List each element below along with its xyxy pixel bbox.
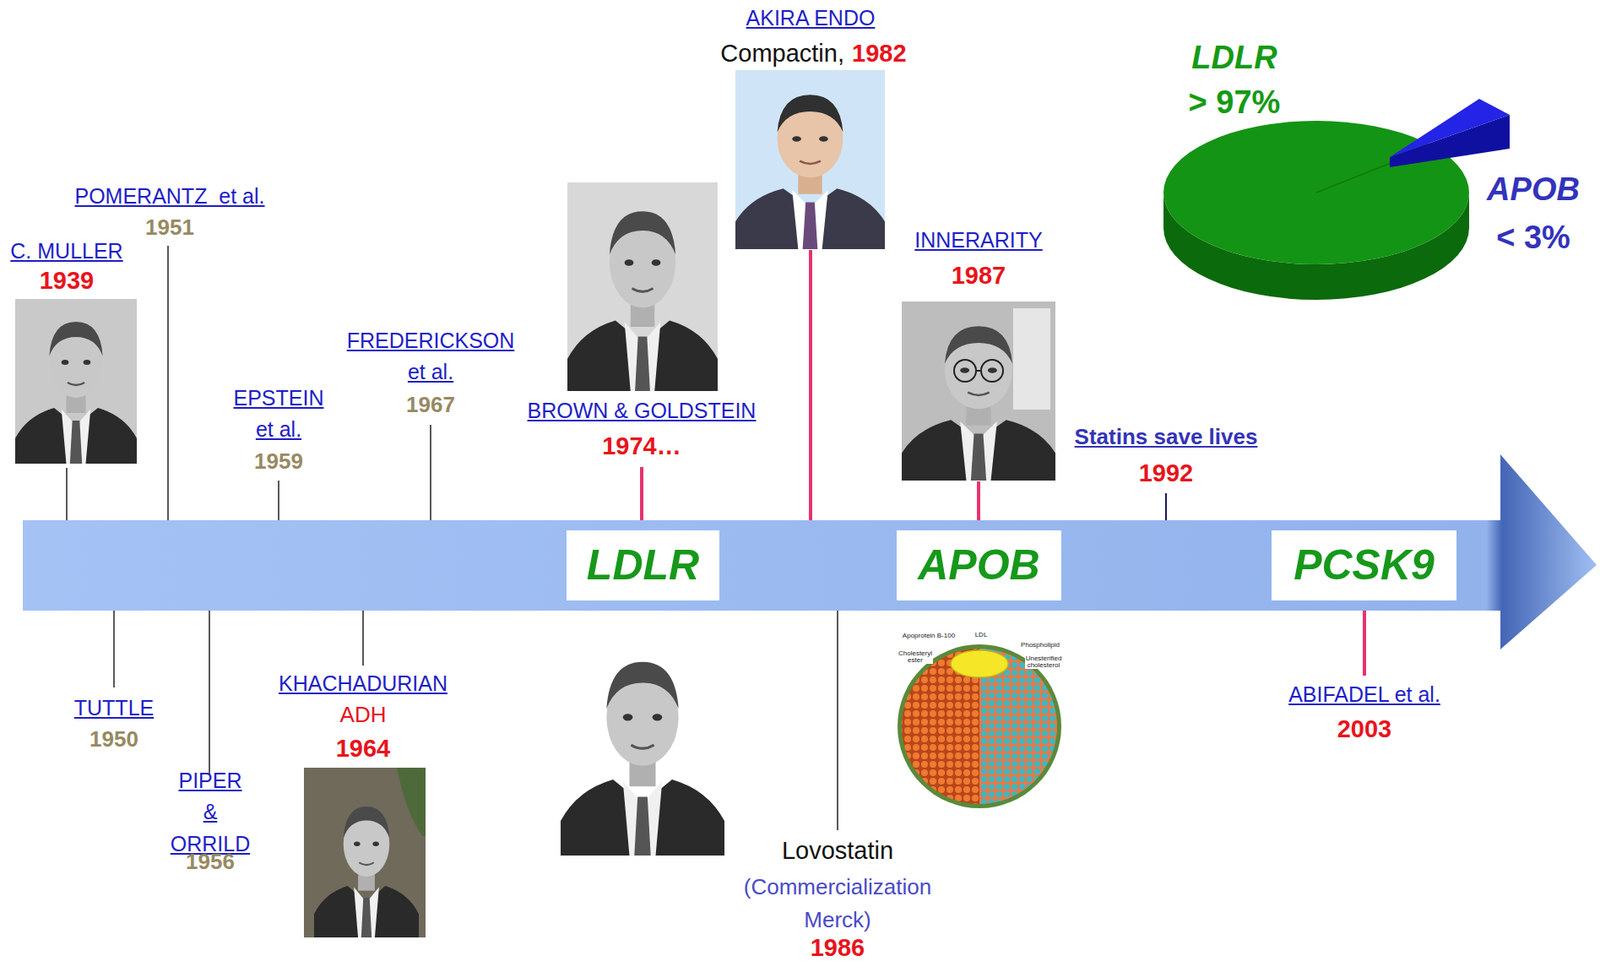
person-name: BROWN & GOLDSTEIN — [527, 397, 757, 424]
tick-line — [277, 480, 280, 521]
portrait-photo-part — [567, 211, 718, 391]
ldl-particle-part — [950, 650, 1009, 678]
year: 1964 — [336, 733, 391, 764]
gene-name: LDLR — [586, 542, 700, 589]
year: 1959 — [254, 448, 304, 475]
tick-line — [808, 249, 813, 521]
person-name: AKIRA ENDO — [746, 5, 876, 31]
disease-abbreviation: ADH — [340, 701, 387, 728]
year: 1987 — [951, 260, 1007, 291]
tick-line — [1362, 610, 1367, 676]
drug-name: Compactin, — [720, 38, 845, 69]
person-name: FREDERICKSON et al. — [347, 325, 516, 389]
portrait-photo — [567, 182, 718, 391]
portrait-photo — [303, 767, 426, 938]
portrait-photo-part — [15, 321, 137, 464]
year: 1967 — [406, 391, 456, 418]
person-name: KHACHADURIAN — [278, 670, 448, 696]
portrait-photo-part — [901, 325, 1056, 481]
portrait-photo-part — [954, 359, 977, 382]
pie-percent: > 97% — [1188, 83, 1281, 123]
person-name: ABIFADEL et al. — [1288, 681, 1441, 707]
tick-line — [65, 467, 68, 521]
gene-name: PCSK9 — [1293, 542, 1435, 589]
year: 1974… — [602, 431, 682, 462]
gene-box: APOB — [896, 530, 1062, 601]
portrait-photo-part — [15, 298, 137, 464]
portrait-photo — [15, 298, 137, 464]
drug-note: (Commercialization Merck) — [743, 870, 933, 937]
tick-line — [113, 610, 115, 688]
portrait-photo — [735, 70, 885, 250]
portrait-photo — [901, 301, 1056, 481]
gene-name: APOB — [917, 542, 1040, 589]
tick-line — [208, 610, 211, 775]
diagram-part-label: Unesterified cholesterol — [1025, 655, 1064, 669]
year: 1982 — [851, 38, 907, 69]
portrait-photo-part — [1013, 308, 1051, 410]
year: 1956 — [185, 848, 235, 875]
person-name: C. MULLER — [10, 238, 123, 264]
diagram-part-label: Apoprotein B-100 — [901, 632, 956, 640]
person-name: INNERARITY — [914, 227, 1042, 253]
pie-chart-part — [1389, 98, 1510, 158]
portrait-photo-part — [981, 359, 1004, 382]
tick-line — [362, 610, 364, 666]
gene-box: PCSK9 — [1271, 530, 1457, 601]
person-name: POMERANTZ et al. — [74, 183, 265, 209]
year: 1950 — [89, 726, 139, 753]
portrait-photo-part — [396, 767, 426, 836]
pie-label: LDLR — [1191, 38, 1277, 78]
ldl-particle — [897, 644, 1062, 809]
person-name: PIPER & ORRILD — [170, 764, 250, 861]
ldl-particle-part — [897, 644, 1062, 809]
milestone-note: Statins save lives — [1074, 423, 1259, 451]
portrait-photo — [560, 630, 725, 856]
year: 1992 — [1138, 458, 1194, 489]
pie-chart — [1163, 98, 1510, 300]
tick-line — [836, 610, 839, 830]
year: 1986 — [810, 932, 866, 963]
person-name: TUTTLE — [74, 694, 154, 721]
pie-percent: < 3% — [1496, 218, 1571, 258]
ldl-particle-part — [901, 648, 1058, 804]
tick-line — [1165, 493, 1167, 521]
ldl-particle-part — [950, 650, 1009, 678]
person-name: EPSTEIN et al. — [233, 382, 325, 446]
portrait-photo-part — [303, 767, 426, 938]
diagram-part-label: LDL — [974, 631, 989, 639]
tick-line — [976, 481, 981, 521]
portrait-photo-part — [560, 630, 725, 856]
portrait-photo-part — [976, 369, 982, 372]
portrait-photo-part — [567, 182, 718, 391]
diagram-part-label: Phospholipid — [1019, 641, 1061, 649]
year: 1939 — [39, 265, 95, 296]
pie-label: APOB — [1486, 170, 1580, 210]
year: 2003 — [1337, 714, 1393, 744]
portrait-photo-part — [560, 661, 725, 856]
portrait-photo-part — [735, 70, 885, 250]
portrait-photo-part — [735, 94, 885, 250]
tick-line — [640, 466, 644, 521]
portrait-photo-part — [901, 301, 1056, 481]
tick-line — [429, 424, 432, 521]
year: 1951 — [145, 214, 195, 241]
drug-name: Lovostatin — [781, 835, 894, 866]
diagram-part-label: Cholesteryl ester — [897, 650, 933, 664]
ldl-particle-part — [979, 648, 1058, 804]
portrait-photo-part — [314, 806, 419, 938]
tick-line — [167, 245, 169, 521]
gene-box: LDLR — [566, 530, 720, 601]
